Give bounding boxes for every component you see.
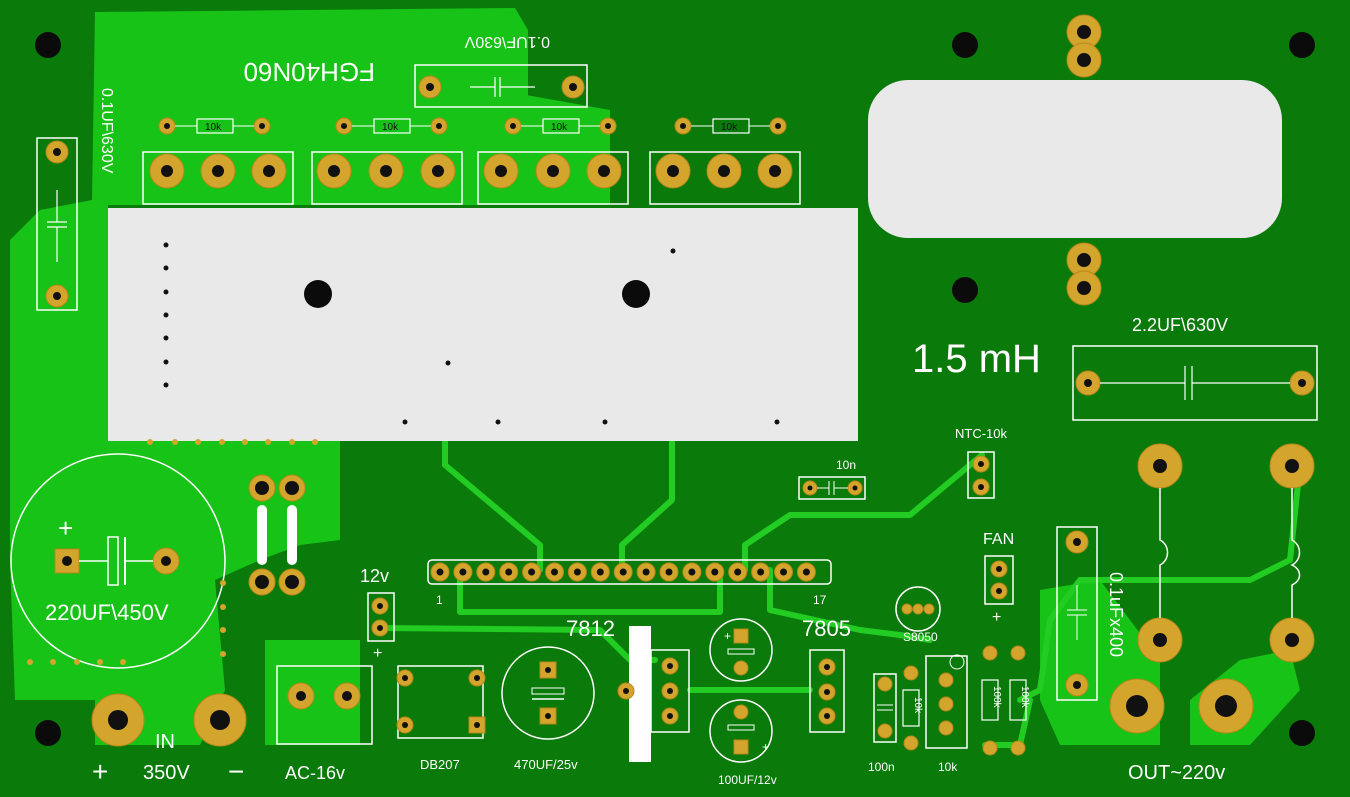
- v12-outline: [367, 592, 395, 642]
- pot-10k-label: 10k: [938, 760, 958, 774]
- ntc-outline: [967, 451, 995, 499]
- r1-label: 10k: [205, 122, 222, 133]
- header-pin17-label: 17: [813, 593, 827, 607]
- snubber-top-label: 0.1UF\630V: [464, 33, 550, 50]
- out-label: OUT~220v: [1128, 762, 1225, 784]
- reg-7812-label: 7812: [566, 616, 615, 641]
- inductor-footprint: [868, 80, 1282, 238]
- in-voltage: 350V: [143, 762, 190, 784]
- module-edge-vias: [147, 439, 318, 445]
- traces: [377, 437, 1303, 748]
- gate-resistors: [158, 117, 787, 135]
- fan-plus: +: [992, 609, 1001, 626]
- reg-7805-label: 7805: [802, 616, 851, 641]
- header-pins: [430, 562, 816, 582]
- inductor-pads: [1066, 14, 1102, 306]
- r2-label: 10k: [382, 122, 399, 133]
- module-vias: [163, 242, 780, 425]
- r-10k-small-label: 10k: [912, 697, 923, 714]
- pot-10k-outline: [925, 655, 968, 749]
- fan-label: FAN: [983, 531, 1014, 548]
- igbt-module: [108, 208, 858, 441]
- header-pin1-label: 1: [436, 593, 443, 607]
- mounting-holes: [35, 32, 1315, 746]
- igbt-label: FGH40N60: [244, 57, 376, 87]
- v12-plus: +: [373, 645, 382, 662]
- cap-100uf-label: 100UF/12v: [718, 773, 777, 787]
- cap-x-outline: [1056, 526, 1098, 701]
- vias-left: [27, 580, 226, 665]
- output-terminals: [1109, 443, 1315, 734]
- cap-out-pads: [1075, 366, 1315, 400]
- cap-out-outline: [1072, 345, 1318, 421]
- snubber-top-outline: [414, 64, 588, 108]
- in-plus: +: [92, 756, 108, 787]
- cap-out-label: 2.2UF\630V: [1132, 315, 1228, 335]
- bulk-cap-outline: [10, 453, 226, 669]
- s8050-label: S8050: [903, 630, 938, 644]
- reg-7805-outline: [809, 649, 845, 733]
- reg-7812-outline: [650, 649, 690, 733]
- r4-label: 10k: [721, 122, 738, 133]
- svg-text:+: +: [762, 740, 769, 754]
- r-100k-a-label: 100k: [991, 686, 1002, 709]
- ntc-label: NTC-10k: [955, 426, 1008, 441]
- s8050-outline: [895, 586, 941, 632]
- cap-100n-label: 100n: [868, 760, 895, 774]
- r-100k-b-label: 100k: [1019, 686, 1030, 709]
- cap-100uf-a-outline: [709, 618, 773, 682]
- cap-470uf-outline: [501, 646, 595, 740]
- v12-label: 12v: [360, 566, 389, 586]
- cap-10n-label: 10n: [836, 458, 856, 472]
- snubber-top-pads: [418, 75, 585, 99]
- cap-x-label: 0.1uFx400: [1106, 572, 1126, 657]
- bulk-cap-pad-plus: [54, 548, 80, 574]
- bulk-cap-plus: +: [58, 513, 73, 543]
- r3-label: 10k: [551, 122, 568, 133]
- module-screw-right: [622, 280, 650, 308]
- reg-7812-heatsink: [629, 626, 651, 762]
- cap-470uf-label: 470UF/25v: [514, 757, 578, 772]
- cap-100n-outline: [873, 673, 897, 743]
- snubber-left-outline: [36, 137, 78, 311]
- snubber-left-pads: [45, 140, 69, 308]
- bridge-outline: [397, 665, 484, 739]
- svg-text:+: +: [724, 629, 731, 643]
- in-minus: −: [228, 756, 244, 787]
- igbt-footprints: [142, 151, 801, 205]
- inductor-label: 1.5 mH: [912, 337, 1041, 381]
- bulk-cap-label: 220UF\450V: [45, 600, 169, 625]
- cap-10n-outline: [798, 476, 866, 500]
- header-outline: [427, 559, 832, 585]
- jumper-pads: [248, 474, 306, 596]
- snubber-left-label: 0.1UF\630V: [98, 88, 115, 174]
- bridge-label: DB207: [420, 757, 460, 772]
- ac-connector-outline: [276, 665, 373, 745]
- fan-outline: [984, 555, 1014, 605]
- in-label: IN: [155, 731, 175, 753]
- module-screw-left: [304, 280, 332, 308]
- cap-100uf-b-outline: [709, 699, 773, 763]
- ac-label: AC-16v: [285, 763, 345, 783]
